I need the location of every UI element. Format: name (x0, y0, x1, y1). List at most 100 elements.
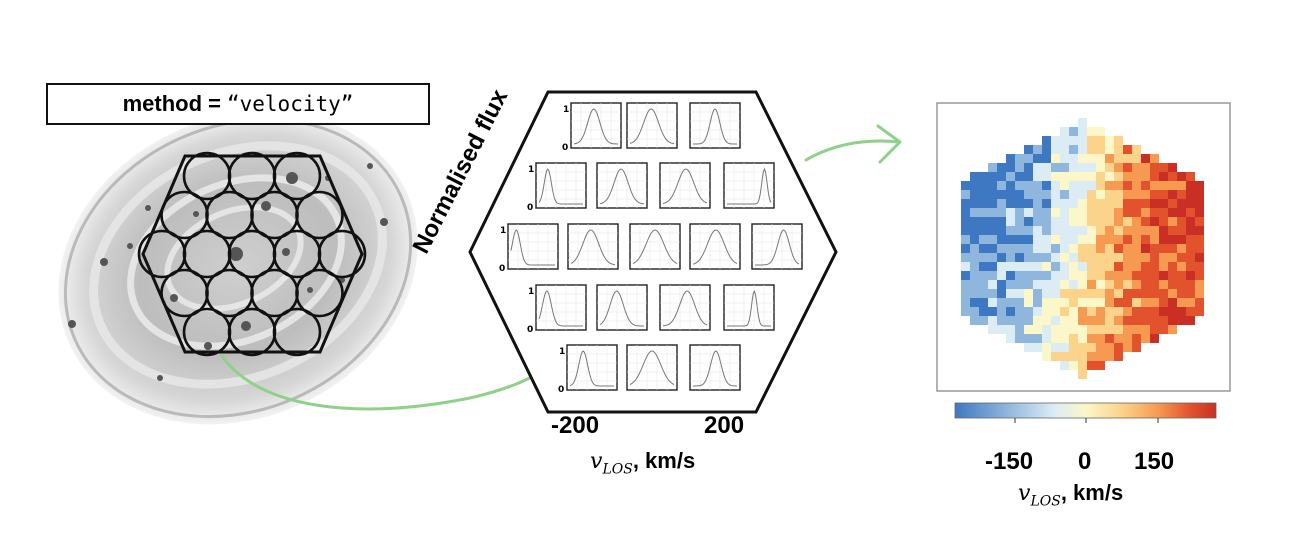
velocity-pixel (988, 325, 997, 334)
velocity-pixel (1141, 298, 1150, 307)
velocity-pixel (1159, 307, 1168, 316)
spectrum-miniplot (596, 284, 648, 331)
spectrum-miniplot (626, 102, 678, 149)
velocity-pixel (997, 190, 1006, 199)
velocity-pixel (1006, 262, 1015, 271)
velocity-pixel (1051, 217, 1060, 226)
velocity-pixel (1006, 280, 1015, 289)
velocity-pixel (1078, 163, 1087, 172)
velocity-pixel (1114, 325, 1123, 334)
mini-axis-bottom: 0 (499, 264, 505, 274)
velocity-pixel (1150, 208, 1159, 217)
velocity-pixel (1078, 208, 1087, 217)
velocity-pixel (1132, 181, 1141, 190)
velocity-pixel (1132, 199, 1141, 208)
velocity-pixel (1078, 217, 1087, 226)
mini-axis-bottom: 0 (527, 325, 533, 335)
velocity-pixel (1069, 262, 1078, 271)
velocity-pixel (1051, 226, 1060, 235)
spectrum-curve (538, 290, 583, 327)
velocity-pixel (1105, 244, 1114, 253)
colorbar (954, 402, 1217, 419)
velocity-pixel (1006, 199, 1015, 208)
velocity-pixel (988, 235, 997, 244)
velocity-pixel (1159, 235, 1168, 244)
colorbar-tick-150: 150 (1134, 448, 1175, 475)
velocity-pixel (1042, 307, 1051, 316)
velocity-pixel (1159, 253, 1168, 262)
velocity-pixel (997, 199, 1006, 208)
velocity-pixel (1123, 190, 1132, 199)
colorbar-tick-neg150: -150 (985, 448, 1034, 475)
velocity-pixel (1033, 298, 1042, 307)
spectrum-curve (693, 350, 737, 387)
velocity-pixel (1132, 217, 1141, 226)
velocity-pixel (1033, 217, 1042, 226)
velocity-pixel (979, 307, 988, 316)
spectrum-curve (632, 229, 678, 264)
velocity-pixel (1114, 298, 1123, 307)
velocity-pixel (1177, 190, 1186, 199)
velocity-pixel (1150, 289, 1159, 298)
velocity-pixel (970, 307, 979, 316)
velocity-pixel (1042, 289, 1051, 298)
velocity-pixel (1060, 181, 1069, 190)
velocity-pixel (1051, 199, 1060, 208)
velocity-pixel (970, 226, 979, 235)
velocity-pixel (1123, 217, 1132, 226)
mini-axis-bottom: 0 (558, 385, 564, 395)
velocity-pixel (997, 280, 1006, 289)
velocity-pixel (1042, 262, 1051, 271)
velocity-pixel (1033, 343, 1042, 352)
velocity-pixel (1141, 235, 1150, 244)
velocity-pixel (1114, 181, 1123, 190)
velocity-pixel (1069, 298, 1078, 307)
velocity-pixel (1006, 208, 1015, 217)
velocity-pixel (979, 316, 988, 325)
velocity-pixel (1159, 181, 1168, 190)
velocity-pixel (1078, 334, 1087, 343)
velocity-pixel (1114, 316, 1123, 325)
velocity-pixel (997, 208, 1006, 217)
velocity-pixel (1123, 289, 1132, 298)
velocity-pixel (1168, 271, 1177, 280)
velocity-pixel (1177, 271, 1186, 280)
velocity-pixel (988, 208, 997, 217)
velocity-pixel (1150, 154, 1159, 163)
velocity-pixel (1195, 262, 1204, 271)
velocity-pixel (1078, 262, 1087, 271)
velocity-pixel (1186, 262, 1195, 271)
spectrum-curve (727, 167, 772, 205)
velocity-pixel (988, 298, 997, 307)
velocity-pixel (970, 262, 979, 271)
velocity-pixel (1141, 280, 1150, 289)
velocity-pixel (1006, 226, 1015, 235)
velocity-pixel (1006, 217, 1015, 226)
velocity-pixel (1105, 316, 1114, 325)
velocity-pixel (997, 262, 1006, 271)
velocity-pixel (979, 226, 988, 235)
velocity-pixel (1024, 163, 1033, 172)
velocity-pixel (1087, 289, 1096, 298)
fibre-circle (317, 229, 367, 279)
velocity-pixel (1177, 253, 1186, 262)
velocity-pixel (1087, 352, 1096, 361)
fibre-circle (295, 268, 344, 318)
velocity-pixel (1051, 172, 1060, 181)
spectrum-curve (510, 229, 555, 266)
velocity-pixel (1114, 262, 1123, 271)
spectrum-curve (629, 350, 675, 385)
velocity-pixel (1096, 289, 1105, 298)
velocity-pixel (1051, 145, 1060, 154)
velocity-pixel (1078, 280, 1087, 289)
velocity-pixel (1006, 325, 1015, 334)
velocity-pixel (1015, 289, 1024, 298)
velocity-pixel (1078, 244, 1087, 253)
velocity-pixel (1123, 154, 1132, 163)
spectrum-curve (599, 168, 645, 205)
velocity-pixel (1168, 163, 1177, 172)
velocity-pixel (1087, 145, 1096, 154)
velocity-pixel (1069, 235, 1078, 244)
velocity-pixel (1006, 289, 1015, 298)
